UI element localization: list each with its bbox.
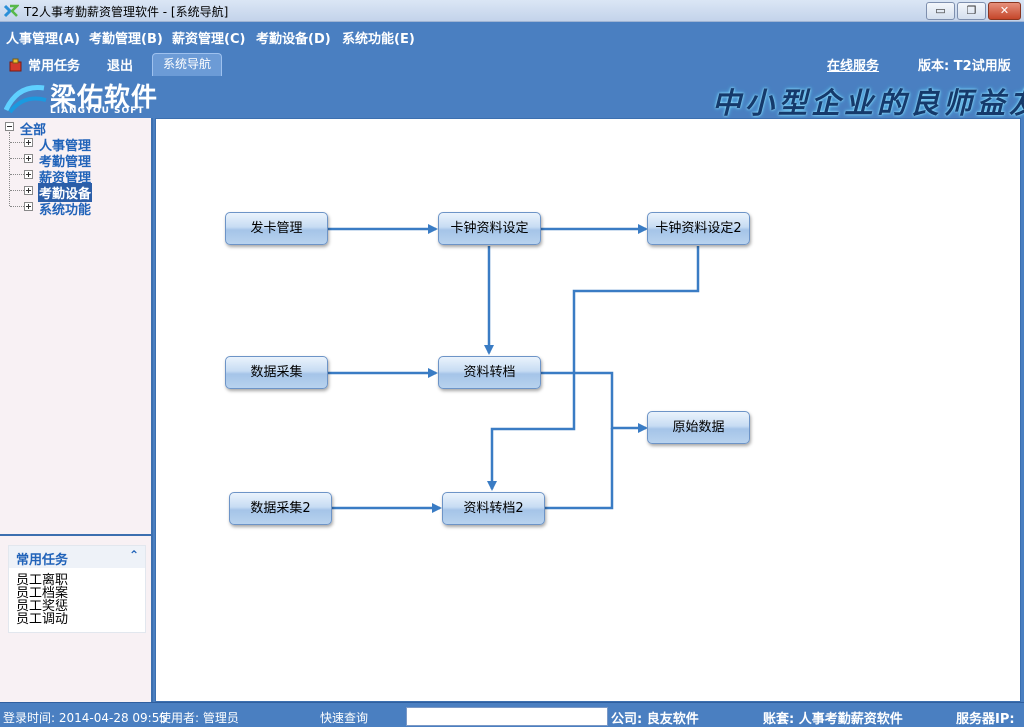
version-label: 版本: T2试用版	[918, 59, 1011, 74]
tasks-header[interactable]: 常用任务 ⌃	[9, 546, 145, 568]
menu-system[interactable]: 系统功能(E)	[342, 32, 415, 47]
company-name: 公司: 良友软件	[611, 712, 699, 727]
status-bar: 登录时间: 2014-04-28 09:55 使用者: 管理员 快速查询 公司:…	[0, 702, 1024, 727]
menu-payroll[interactable]: 薪资管理(C)	[172, 32, 246, 47]
tree-item-attendance[interactable]: 考勤管理	[39, 155, 92, 170]
toolbar: 常用任务 退出 系统导航 在线服务 版本: T2试用版	[0, 50, 1024, 76]
banner: 梁佑软件 LIANGYOU SOFT 中小型企业的良师益友	[0, 76, 1024, 120]
tree-item-system[interactable]: 系统功能	[39, 203, 92, 218]
tree-item-payroll[interactable]: 薪资管理	[39, 171, 92, 186]
collapse-chevron-icon[interactable]: ⌃	[128, 548, 139, 562]
flow-canvas: 发卡管理 卡钟资料设定 卡钟资料设定2 数据采集 资料转档 原始数据 数据采集2…	[155, 118, 1021, 702]
tasks-icon	[9, 58, 22, 72]
close-button[interactable]: ✕	[988, 2, 1021, 20]
common-tasks-panel: 常用任务 ⌃ 员工离职 员工档案 员工奖惩 员工调动	[0, 534, 153, 702]
common-tasks-button[interactable]: 常用任务	[28, 59, 81, 74]
node-clock-setup-2[interactable]: 卡钟资料设定2	[647, 212, 750, 245]
node-data-transfer-2[interactable]: 资料转档2	[442, 492, 545, 525]
restore-button[interactable]: ❐	[957, 2, 986, 20]
tasks-box: 常用任务 ⌃ 员工离职 员工档案 员工奖惩 员工调动	[8, 545, 146, 633]
exit-button[interactable]: 退出	[107, 59, 134, 74]
menu-bar: 人事管理(A) 考勤管理(B) 薪资管理(C) 考勤设备(D) 系统功能(E)	[0, 22, 1024, 50]
online-service-link[interactable]: 在线服务	[827, 59, 880, 74]
logo-subtext: LIANGYOU SOFT	[50, 106, 145, 116]
tree-root[interactable]: 全部	[20, 123, 47, 138]
tree-expand-icon[interactable]	[24, 138, 33, 147]
node-card-management[interactable]: 发卡管理	[225, 212, 328, 245]
account-set: 账套: 人事考勤薪资软件	[763, 712, 903, 727]
app-logo-icon	[3, 4, 19, 18]
menu-devices[interactable]: 考勤设备(D)	[256, 32, 331, 47]
title-bar: T2人事考勤薪资管理软件 - [系统导航] ▭ ❐ ✕	[0, 0, 1024, 22]
slogan: 中小型企业的良师益友	[712, 86, 1024, 120]
tree-item-devices[interactable]: 考勤设备	[38, 183, 93, 202]
quick-query-input[interactable]	[406, 707, 608, 726]
tab-system-navigation[interactable]: 系统导航	[152, 53, 222, 76]
node-raw-data[interactable]: 原始数据	[647, 411, 750, 444]
node-data-transfer[interactable]: 资料转档	[438, 356, 541, 389]
node-data-collection-2[interactable]: 数据采集2	[229, 492, 332, 525]
connector-line	[541, 371, 648, 433]
task-resignation[interactable]: 员工离职	[16, 573, 69, 588]
tree-expand-icon[interactable]	[24, 186, 33, 195]
tree-expand-icon[interactable]	[24, 170, 33, 179]
server-ip: 服务器IP:	[956, 712, 1015, 727]
company-logo-icon	[4, 84, 47, 114]
menu-personnel[interactable]: 人事管理(A)	[6, 32, 80, 47]
task-rewards[interactable]: 员工奖惩	[16, 599, 69, 614]
navigation-tree: 全部 人事管理 考勤管理 薪资管理 考勤设备 系统功能	[0, 118, 153, 534]
connector-line	[545, 428, 614, 510]
tree-item-personnel[interactable]: 人事管理	[39, 139, 92, 154]
login-time: 登录时间: 2014-04-28 09:55	[3, 711, 167, 725]
tree-collapse-icon[interactable]	[5, 122, 14, 131]
task-transfer[interactable]: 员工调动	[16, 612, 69, 627]
tree-expand-icon[interactable]	[24, 202, 33, 211]
tasks-title: 常用任务	[16, 553, 69, 568]
node-clock-setup[interactable]: 卡钟资料设定	[438, 212, 541, 245]
window-title: T2人事考勤薪资管理软件 - [系统导航]	[24, 5, 229, 19]
current-user: 使用者: 管理员	[159, 711, 239, 725]
node-data-collection[interactable]: 数据采集	[225, 356, 328, 389]
connector-line	[487, 246, 700, 491]
flow-connectors	[328, 224, 700, 513]
menu-attendance[interactable]: 考勤管理(B)	[89, 32, 163, 47]
tree-expand-icon[interactable]	[24, 154, 33, 163]
logo-text: 梁佑软件	[50, 83, 159, 113]
quick-query-label: 快速查询	[320, 711, 369, 725]
task-employee-file[interactable]: 员工档案	[16, 586, 69, 601]
minimize-button[interactable]: ▭	[926, 2, 955, 20]
